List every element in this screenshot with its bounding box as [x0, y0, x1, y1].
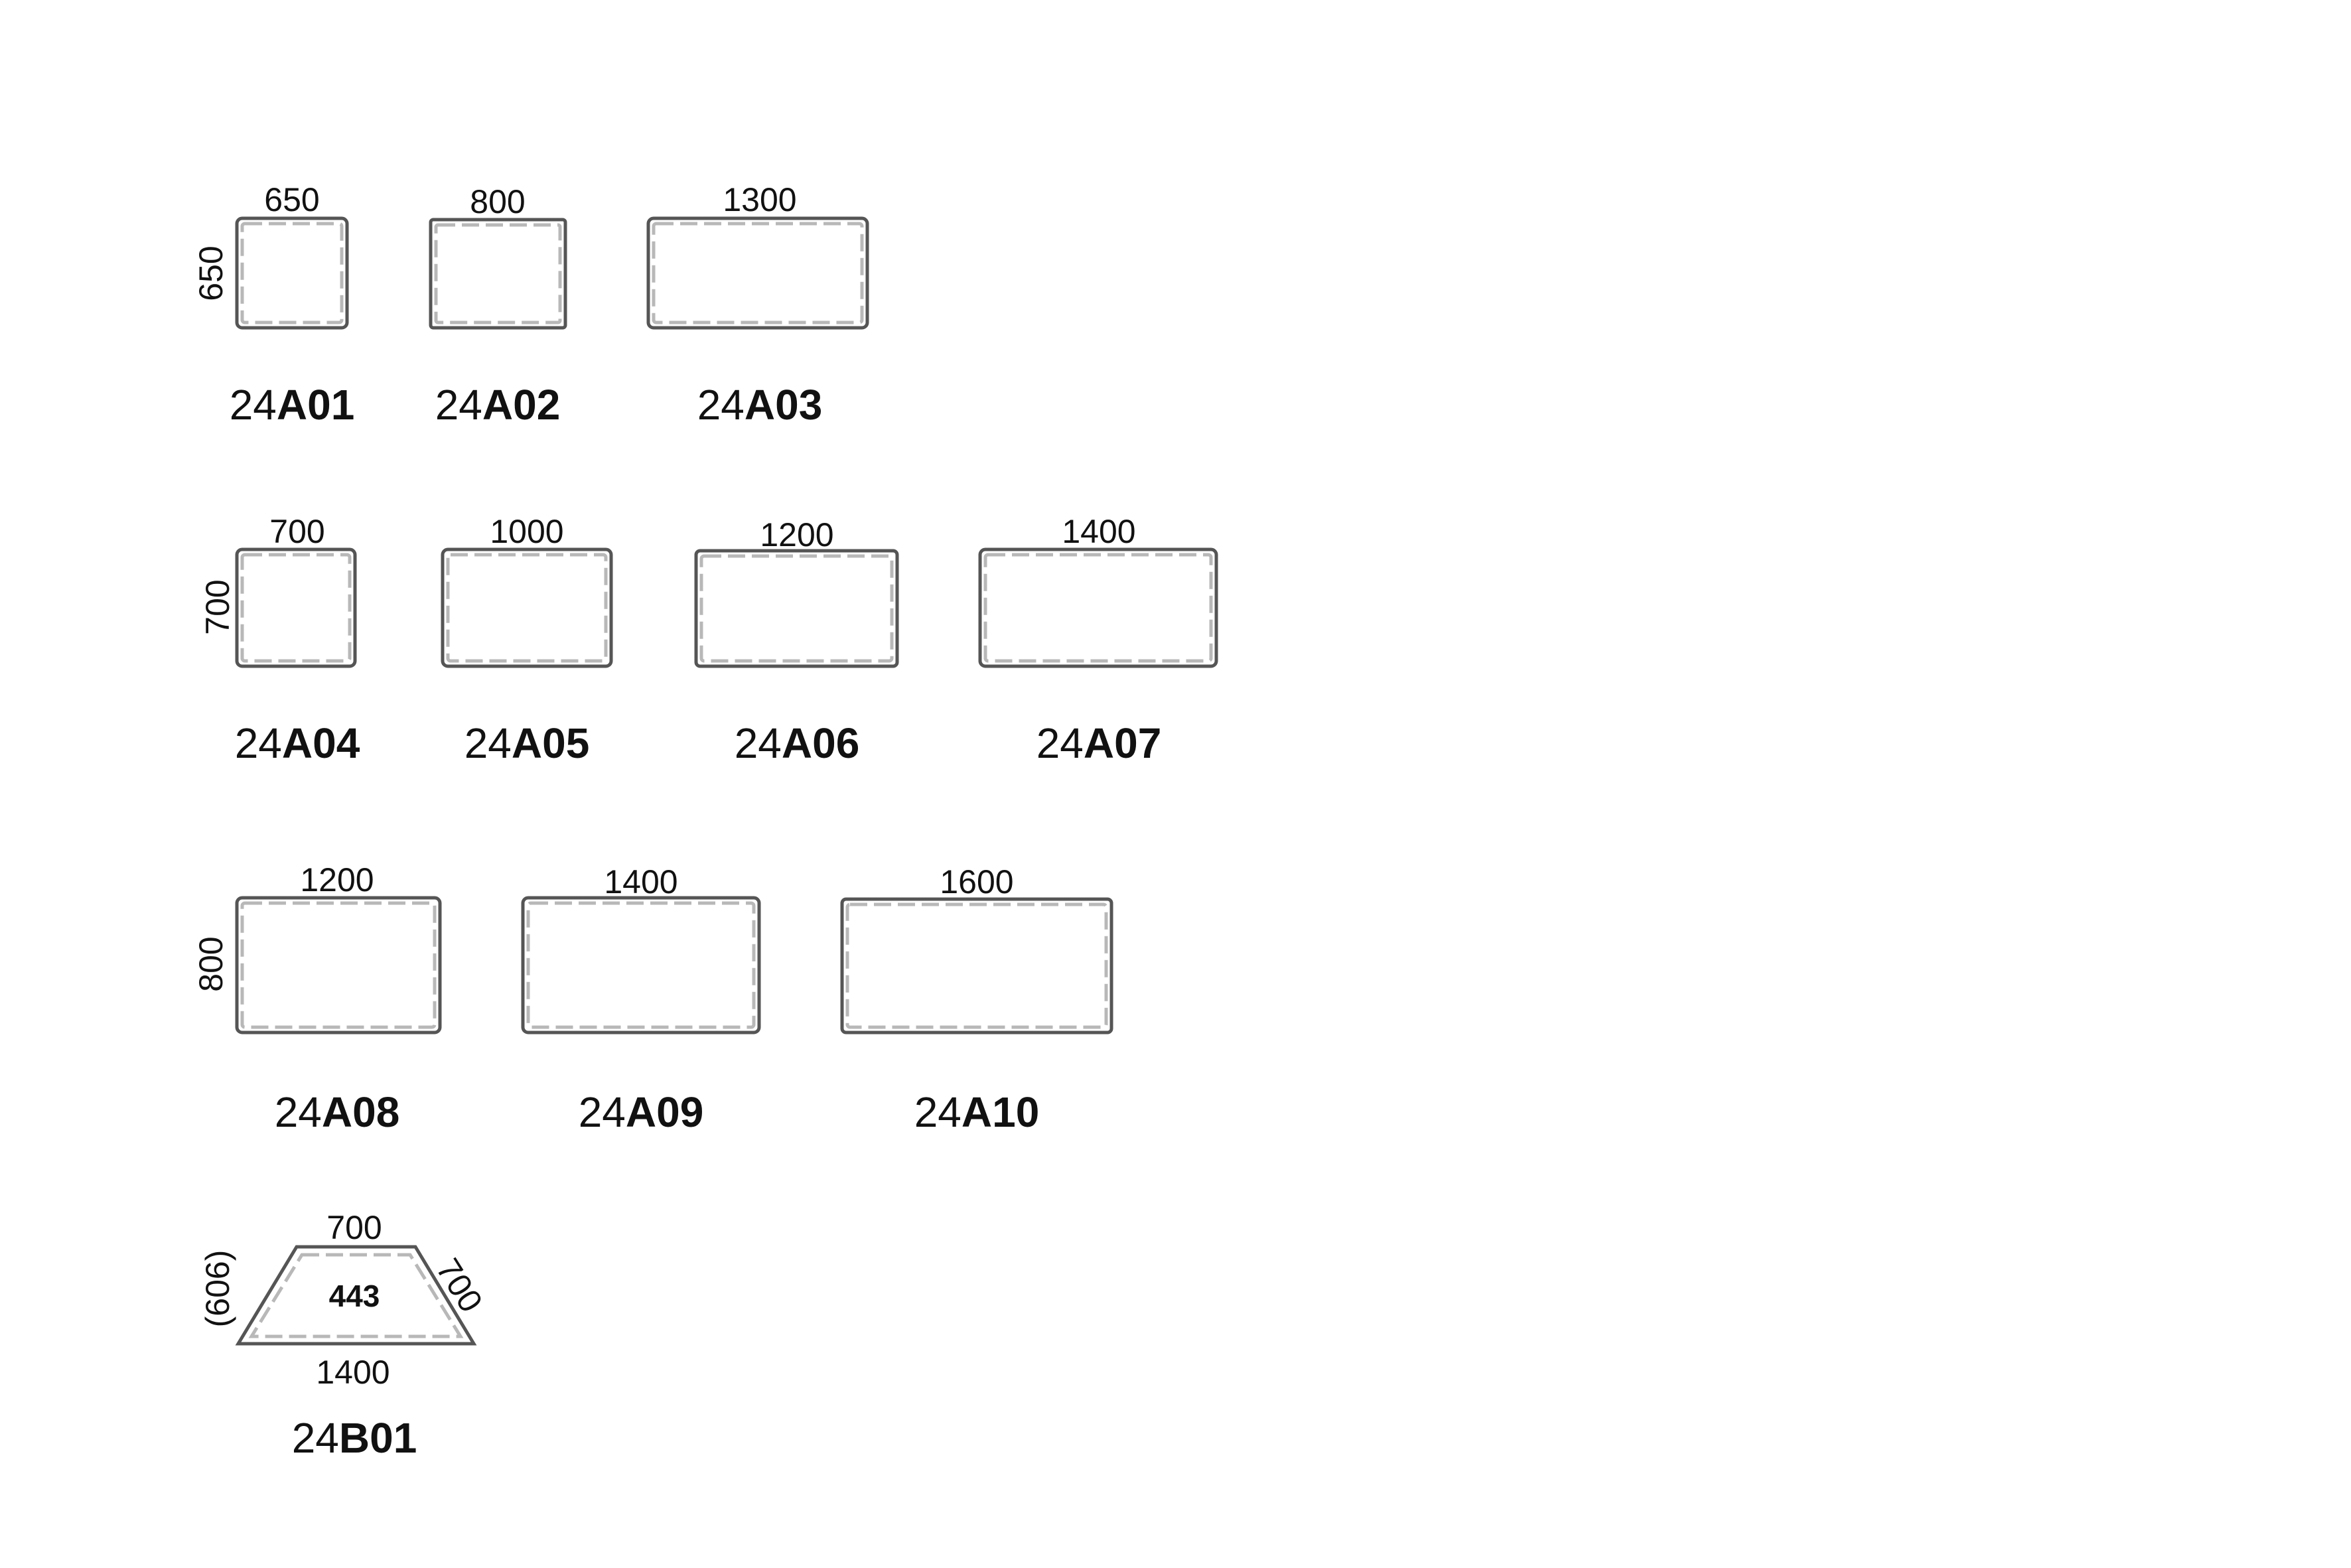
table-24A06: 1200 24A06 — [694, 516, 899, 767]
table-outline — [694, 549, 899, 668]
table-outline — [978, 547, 1218, 668]
table-outline — [235, 896, 442, 1034]
side-dimension: 700 — [429, 1252, 490, 1319]
table-inner-dashed — [699, 554, 894, 663]
width-dimension: 650 — [264, 181, 319, 218]
table-outline — [840, 897, 1113, 1034]
width-dimension: 1200 — [300, 861, 374, 898]
width-dimension: 1400 — [1062, 513, 1135, 550]
width-dimension: 1600 — [940, 863, 1013, 900]
table-inner-dashed — [652, 222, 864, 324]
table-outline — [441, 547, 613, 668]
table-outline — [235, 216, 349, 330]
table-inner-dashed — [983, 553, 1213, 663]
table-code: 24A07 — [1036, 719, 1162, 767]
bottom-width-dimension: 1400 — [316, 1354, 390, 1391]
table-24A03: 1300 24A03 — [646, 181, 869, 429]
height-dimension: (606) — [199, 1250, 236, 1328]
table-code: 24A01 — [230, 381, 355, 429]
table-24A05: 1000 24A05 — [441, 513, 613, 767]
table-24A09: 1400 24A09 — [521, 863, 761, 1136]
table-inner-dashed — [240, 222, 344, 324]
inner-dimension: 443 — [329, 1279, 380, 1313]
table-24A10: 1600 24A10 — [840, 863, 1113, 1136]
depth-dimension: 700 — [199, 579, 236, 634]
table-code: 24A05 — [464, 719, 590, 767]
table-24A04: 700 700 24A04 — [199, 513, 360, 767]
width-dimension: 1300 — [723, 181, 796, 218]
width-dimension: 800 — [470, 183, 525, 220]
table-outline — [521, 896, 761, 1034]
table-code: 24A09 — [579, 1088, 704, 1136]
table-24A02: 800 24A02 — [429, 183, 567, 429]
width-dimension: 1400 — [604, 863, 677, 900]
table-code: 24A10 — [914, 1088, 1040, 1136]
table-inner-dashed — [845, 902, 1108, 1029]
depth-dimension: 800 — [192, 936, 230, 991]
table-code: 24A08 — [275, 1088, 400, 1136]
table-code: 24B01 — [292, 1414, 417, 1462]
trapezoid-inner-dashed — [248, 1253, 464, 1338]
table-inner-dashed — [240, 901, 437, 1029]
depth-dimension: 650 — [192, 246, 230, 301]
width-dimension: 700 — [269, 513, 324, 550]
table-code: 24A06 — [735, 719, 860, 767]
table-code: 24A03 — [697, 381, 823, 429]
table-inner-dashed — [240, 553, 352, 663]
table-inner-dashed — [526, 901, 756, 1029]
table-inner-dashed — [434, 223, 562, 324]
table-24A01: 650 650 24A01 — [192, 181, 354, 429]
table-24A08: 1200 800 24A08 — [192, 861, 442, 1136]
table-24A07: 1400 24A07 — [978, 513, 1218, 767]
table-code: 24A04 — [235, 719, 360, 767]
table-code: 24A02 — [435, 381, 561, 429]
width-dimension: 1000 — [490, 513, 563, 550]
table-24B01: 700 700 (606) 443 1400 24B01 — [199, 1209, 490, 1462]
table-outline — [235, 547, 357, 668]
table-outline — [429, 218, 567, 330]
top-width-dimension: 700 — [326, 1209, 382, 1246]
width-dimension: 1200 — [760, 516, 833, 553]
trapezoid-outline — [235, 1245, 477, 1346]
table-inner-dashed — [446, 553, 608, 663]
table-outline — [646, 216, 869, 330]
